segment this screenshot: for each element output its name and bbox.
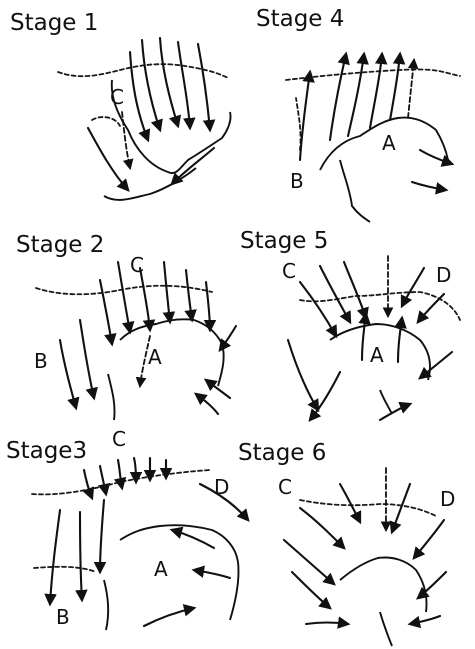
stage-3-coastline-b (104, 580, 108, 630)
stage-1-coastline (112, 80, 231, 173)
stage-4-title: Stage 4 (256, 6, 344, 32)
stage-3-title: Stage3 (6, 438, 87, 464)
stage-5-flow-arrow (344, 262, 366, 318)
stage-6-coastline (340, 558, 427, 613)
stage-1-panel: Stage 1 C (10, 10, 231, 200)
stage-3-flow-arrow (50, 510, 60, 604)
stage-5-flow-arrow (320, 266, 350, 322)
stage-3-flow-arrow (144, 608, 194, 626)
stage-6-title: Stage 6 (238, 440, 326, 466)
stage-5-flow-arrow (402, 268, 424, 306)
stage-2-flow-arrow (164, 262, 170, 322)
stage-4-flow-arrow (300, 72, 310, 160)
stage-5-flow-arrow (362, 314, 366, 360)
stage-6-label-d: D (440, 487, 455, 511)
stage-4-label-b: B (290, 169, 304, 193)
stage-6-flow-arrow (284, 540, 334, 584)
stage-3-coastline (120, 525, 239, 620)
stage-2-coastline-b (108, 374, 115, 420)
stage-5-title: Stage 5 (240, 228, 328, 254)
stage-1-terminus (104, 168, 196, 200)
stage-6-flow-arrow (410, 616, 440, 624)
stage-3-panel: Stage3 C D A B (6, 427, 248, 630)
stage-2-flow-arrow (60, 340, 76, 408)
stage-5-label-c: C (282, 259, 296, 283)
stage-2-flow-arrow (140, 268, 150, 330)
stage-3-flow-arrow (194, 570, 230, 578)
stage-2-flow-arrow (100, 280, 112, 344)
stage-6-flow-arrow (414, 520, 444, 558)
stage-2-label-b: B (34, 349, 48, 373)
stage-6-flow-arrow (392, 484, 410, 532)
stage-4-ice-margin-west (296, 98, 301, 150)
stage-1-flow-arrow (142, 40, 160, 130)
stage-5-flow-arrow (288, 340, 318, 410)
stage-2-flow-arrow (186, 270, 192, 320)
stage-1-flow-arrow (172, 148, 214, 184)
stage-5-flow-arrow (310, 372, 340, 420)
stage-6-panel: Stage 6 C D (238, 440, 455, 646)
stage-4-ice-margin (286, 69, 460, 80)
stage-5-flow-arrow (420, 352, 452, 378)
stage-1-flow-arrow (178, 42, 190, 128)
stage-6-label-c: C (278, 475, 292, 499)
stage-3-label-d: D (214, 475, 229, 499)
stage-4-label-a: A (382, 131, 396, 155)
stage-2-flow-arrow (118, 262, 130, 332)
stage-5-label-a: A (370, 343, 384, 367)
stage-3-flow-arrow (100, 466, 106, 494)
stage-5-label-d: D (436, 263, 451, 287)
stage-6-flow-arrow (340, 484, 360, 522)
stage-1-flow-arrow (160, 38, 178, 126)
stage-1-title: Stage 1 (10, 10, 98, 36)
stage-2-panel: Stage 2 C A B (16, 232, 236, 420)
stage-6-flow-arrow (300, 508, 344, 548)
stage-5-flow-arrow (380, 404, 410, 420)
stage-4-coastline-b (340, 160, 370, 222)
stage-1-flow-arrow (122, 112, 130, 168)
stage-3-flow-arrow (100, 500, 104, 572)
stage-4-flow-arrow (408, 60, 414, 118)
stage-3-flow-arrow (172, 530, 214, 548)
stage-3-flow-arrow (118, 460, 122, 488)
stage-6-ice-margin (300, 500, 436, 516)
stage-5-panel: Stage 5 C D A (240, 228, 460, 420)
stage-3-flow-arrow (134, 458, 136, 482)
stage-1-flow-arrow (88, 128, 128, 190)
stage-3-label-b: B (56, 605, 70, 629)
stage-6-flow-arrow (306, 623, 348, 625)
stage-5-flow-arrow (398, 318, 402, 362)
stage-5-flow-arrow (418, 294, 444, 322)
stage-4-panel: Stage 4 A B (256, 6, 460, 222)
stage-1-flow-arrow (198, 44, 210, 130)
stage-3-flow-arrow (80, 512, 82, 600)
stage-3-label-a: A (154, 557, 168, 581)
stage-3-ice-margin-b (34, 567, 96, 572)
stage-2-flow-arrow (206, 282, 210, 330)
stage-5-coastline-b (380, 390, 392, 414)
stage-6-flow-arrow (292, 572, 330, 608)
stage-4-flow-arrow (390, 54, 400, 120)
stage-1-ice-margin-inner (92, 117, 120, 126)
stage-2-flow-arrow (196, 394, 218, 414)
stage-4-flow-arrow (412, 182, 446, 190)
stage-6-coastline-b (380, 612, 392, 646)
stage-3-label-c: C (112, 427, 126, 451)
stage-5-flow-arrow (300, 282, 336, 336)
stage-2-label-a: A (148, 345, 162, 369)
stage-2-title: Stage 2 (16, 232, 104, 258)
stage-6-flow-arrow (418, 572, 446, 598)
stage-4-flow-arrow (330, 54, 346, 140)
stage-2-coastline (120, 319, 224, 386)
stage-2-flow-arrow (220, 326, 236, 350)
stage-4-flow-arrow (348, 54, 364, 136)
stage-2-flow-arrow (80, 320, 94, 398)
stage-3-flow-arrow (84, 470, 92, 498)
stage-4-flow-arrow (370, 54, 382, 128)
